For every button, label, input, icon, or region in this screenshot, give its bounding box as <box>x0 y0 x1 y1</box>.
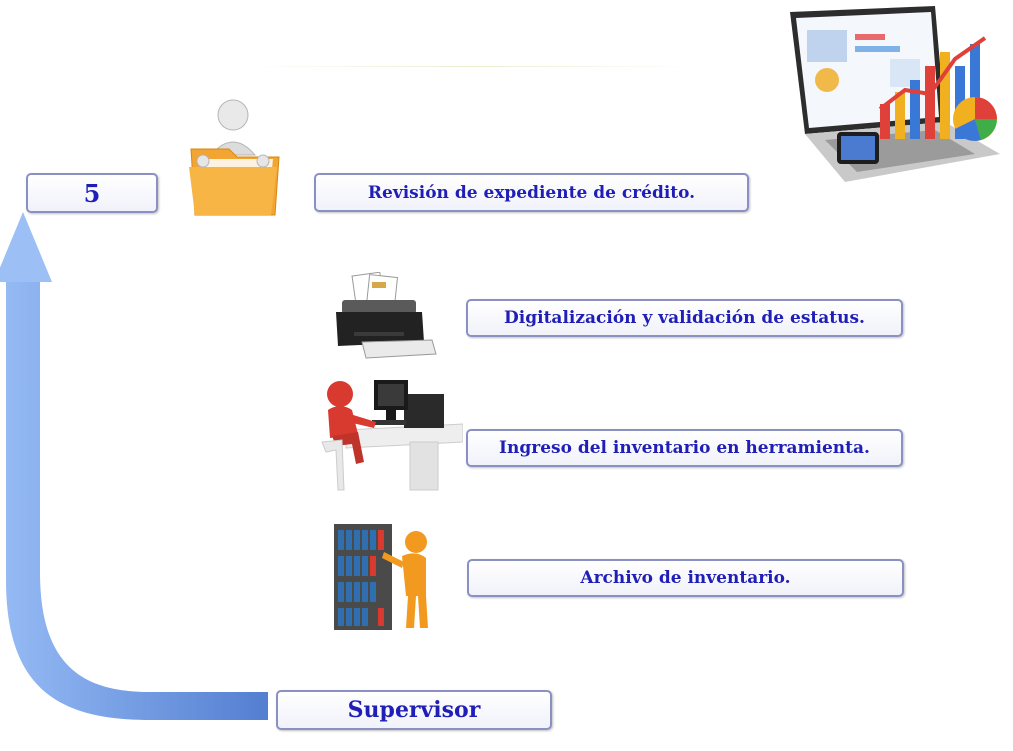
step-label-archivo: Archivo de inventario. <box>467 559 904 597</box>
person-at-file-shelf-icon <box>334 524 428 630</box>
person-with-folder-icon <box>189 99 280 216</box>
step-number: 5 <box>83 178 101 208</box>
laptop-with-charts-icon <box>790 6 1000 182</box>
step-label-revision: Revisión de expediente de crédito. <box>314 173 749 212</box>
role-label-supervisor: Supervisor <box>276 690 552 730</box>
person-at-computer-desk-icon <box>321 380 463 491</box>
decorative-line <box>245 66 700 67</box>
step-number-box: 5 <box>26 173 158 213</box>
step-label-digitalizacion: Digitalización y validación de estatus. <box>466 299 903 337</box>
curved-up-arrow-icon <box>0 212 268 720</box>
document-scanner-icon <box>336 272 437 359</box>
step-label-ingreso: Ingreso del inventario en herramienta. <box>466 429 903 467</box>
